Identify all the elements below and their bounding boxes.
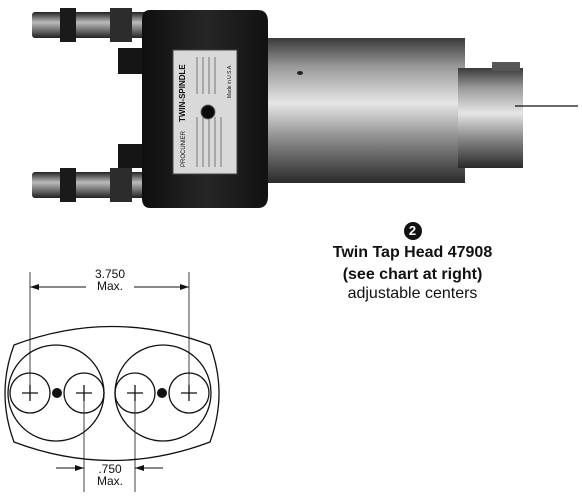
spindle-cylinder xyxy=(250,38,465,183)
right-center-dot xyxy=(157,388,167,398)
cylinder-hole xyxy=(297,71,303,75)
spindle-nose-slot xyxy=(492,62,520,71)
plate-origin: Made in U.S.A. xyxy=(227,64,233,98)
upper-rod-collar xyxy=(60,8,76,42)
callout-title-line2: (see chart at right) xyxy=(342,266,483,283)
lower-rod-band xyxy=(110,168,132,202)
product-callout: 2 Twin Tap Head 47908 (see chart at righ… xyxy=(310,222,515,304)
housing-outline xyxy=(4,325,220,462)
inner-dimension-label: .750 Max. xyxy=(88,463,132,487)
inner-dimension-value: .750 xyxy=(98,462,122,476)
lower-rod-collar xyxy=(60,168,76,202)
outer-dimension-suffix: Max. xyxy=(96,279,123,293)
left-center-dot xyxy=(52,388,62,398)
callout-title-line1: Twin Tap Head 47908 xyxy=(332,244,493,261)
inner-dimension-suffix: Max. xyxy=(96,474,123,488)
callout-description: adjustable centers xyxy=(347,285,478,302)
upper-rod-band xyxy=(110,8,132,42)
outer-dimension-label: 3.750 Max. xyxy=(86,268,134,292)
twin-tap-head-photo: PROCUNIER TWIN-SPINDLE Made in U.S.A. xyxy=(32,8,578,208)
callout-number-badge: 2 xyxy=(403,222,422,240)
outer-dimension-value: 3.750 xyxy=(94,267,126,281)
plate-model: TWIN-SPINDLE xyxy=(178,64,187,122)
plate-brand: PROCUNIER xyxy=(181,130,187,167)
spindle-nose xyxy=(458,68,523,168)
adjust-screw-icon xyxy=(200,104,216,120)
